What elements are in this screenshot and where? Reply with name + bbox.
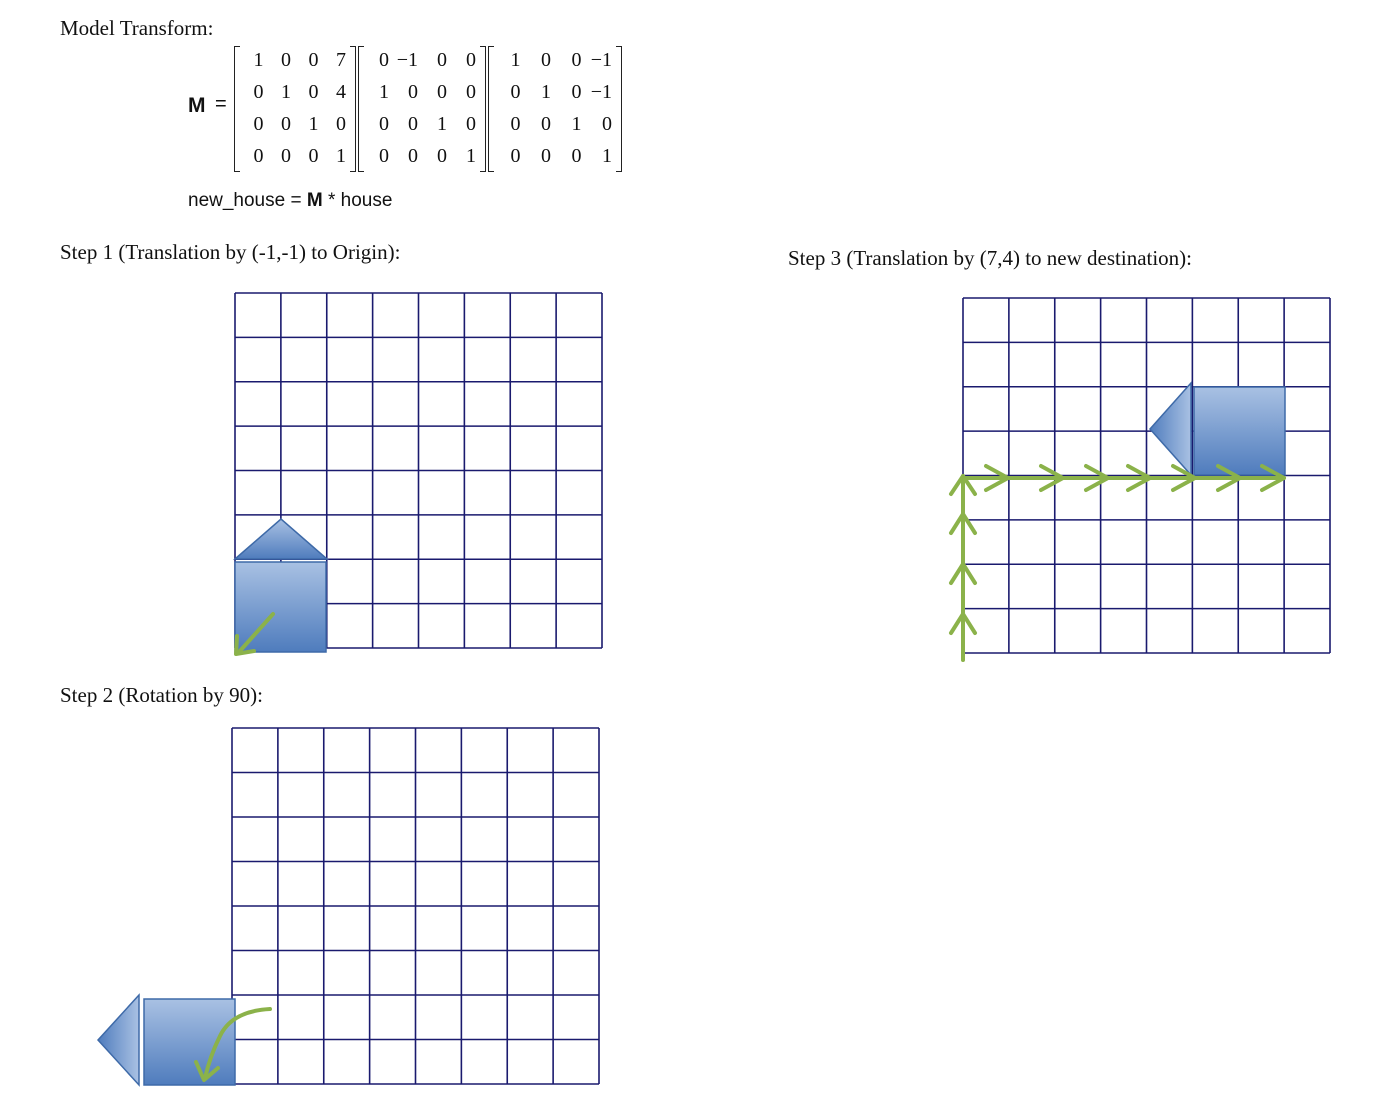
matrix-cell: 0 [408,81,418,103]
equation-matrix-symbol: M [306,190,323,211]
step3-arrow-path [949,464,1286,662]
matrix-cell: 0 [379,49,389,71]
matrix-cell: 0 [379,145,389,167]
matrix-cell: 0 [437,81,447,103]
matrix-cell: 0 [571,49,582,71]
matrix-cell: 0 [308,81,319,103]
matrix-cell: 0 [308,49,319,71]
house-body [143,998,236,1086]
matrix-cell: 0 [571,81,582,103]
matrix-cell: 0 [253,145,264,167]
step1-heading: Step 1 (Translation by (-1,-1) to Origin… [60,240,401,264]
matrix-cell: 0 [602,113,612,135]
house-body [1193,386,1286,476]
matrix-cell: 0 [308,145,319,167]
matrix-cell: 1 [602,145,612,167]
step2-arrow [194,1007,272,1082]
matrix-cell: 1 [379,81,389,103]
step2-heading: Step 2 (Rotation by 90): [60,683,263,707]
matrix-cell: 0 [281,113,291,135]
matrix-cell: 0 [408,113,418,135]
step2-grid [231,727,600,1085]
matrix-symbol: M [188,94,206,117]
matrix-cell: 0 [541,145,551,167]
matrix-cell: 1 [541,81,551,103]
matrix-cell: 0 [466,113,476,135]
matrix-cell: 0 [466,49,476,71]
matrix-cell: 1 [336,145,346,167]
matrix-cell: 0 [281,145,291,167]
step2-house [96,993,236,1087]
page-title: Model Transform: [60,16,214,40]
matrix-cell: −1 [590,81,612,103]
matrix-cell: 1 [466,145,476,167]
matrix-cell: 1 [308,113,319,135]
matrix-cell: 1 [437,113,447,135]
matrix-cell: 1 [510,49,521,71]
house-equation: new_house = M * house [188,190,392,212]
matrix-cell: 0 [510,145,521,167]
matrix-cell: 0 [281,49,291,71]
matrix-cell: 0 [571,145,582,167]
matrix-cell: 0 [541,49,551,71]
matrix-cell: −1 [396,49,418,71]
matrix-cell: 7 [336,49,346,71]
matrix-cell: 0 [253,113,264,135]
house-roof [1148,381,1192,477]
matrix-cell: 0 [437,145,447,167]
matrix-cell: 0 [408,145,418,167]
step3-heading: Step 3 (Translation by (7,4) to new dest… [788,246,1193,270]
matrix-cell: 0 [510,81,521,103]
step1-arrow [234,612,275,656]
matrix-cell: 1 [571,113,582,135]
matrix-cell: 0 [466,81,476,103]
matrix-cell: 0 [253,81,264,103]
matrix-cell: 4 [336,81,346,103]
house-roof [96,993,140,1087]
matrix-cell: 0 [510,113,521,135]
equation-left: new_house = [188,190,307,211]
equals-sign: = [215,93,227,115]
matrix-cell: 0 [437,49,447,71]
matrix-cell: 1 [281,81,291,103]
matrix-cell: 1 [253,49,264,71]
house-roof [232,518,330,560]
matrix-cell: 0 [541,113,551,135]
matrix-cell: 0 [336,113,346,135]
matrix-cell: 0 [379,113,389,135]
step3-house [1148,381,1286,477]
matrix-cell: −1 [590,49,612,71]
equation-right: * house [322,190,393,211]
